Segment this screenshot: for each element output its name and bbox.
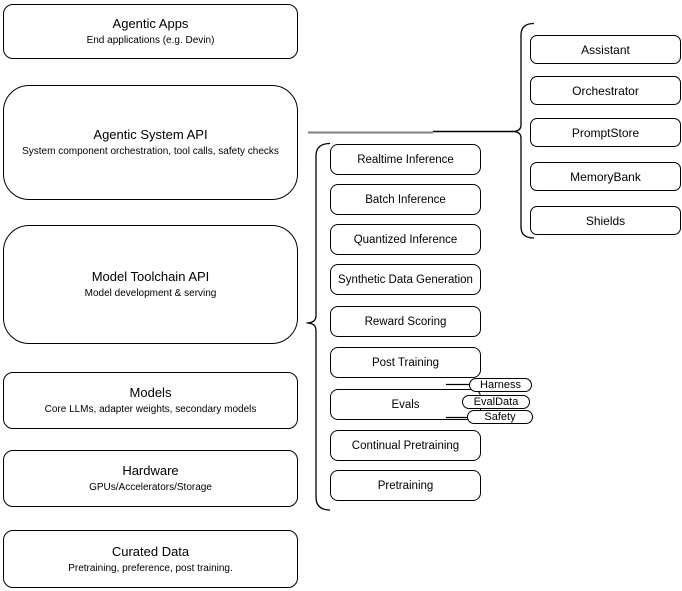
middle-column-bracket [306, 142, 331, 511]
box-assistant: Assistant [530, 35, 681, 64]
box-realtime-inference: Realtime Inference [330, 144, 481, 175]
box-label: Reward Scoring [364, 315, 447, 328]
box-post-training: Post Training [330, 347, 481, 378]
box-subtitle: Pretraining, preference, post training. [68, 562, 233, 574]
box-label: Realtime Inference [357, 153, 454, 166]
box-model-toolchain-api: Model Toolchain API Model development & … [3, 225, 298, 344]
box-subtitle: System component orchestration, tool cal… [22, 146, 279, 157]
box-batch-inference: Batch Inference [330, 184, 481, 215]
box-curated-data: Curated Data Pretraining, preference, po… [3, 530, 298, 588]
box-title: Agentic System API [93, 127, 208, 142]
box-reward-scoring: Reward Scoring [330, 306, 481, 337]
box-orchestrator: Orchestrator [530, 76, 681, 105]
box-hardware: Hardware GPUs/Accelerators/Storage [3, 450, 298, 507]
pill-harness: Harness [469, 378, 532, 392]
box-agentic-system-api: Agentic System API System component orch… [3, 85, 298, 200]
box-label: Assistant [581, 42, 630, 57]
box-shields: Shields [530, 206, 681, 235]
box-evals: Evals [330, 389, 481, 420]
box-label: Evals [391, 398, 420, 411]
box-agentic-apps: Agentic Apps End applications (e.g. Devi… [3, 4, 298, 59]
box-title: Model Toolchain API [91, 269, 210, 284]
pill-label: EvalData [473, 396, 519, 408]
box-title: Agentic Apps [112, 16, 189, 31]
pill-safety: Safety [467, 410, 533, 424]
box-title: Models [129, 385, 172, 400]
box-label: Quantized Inference [353, 233, 458, 246]
box-promptstore: PromptStore [530, 118, 681, 147]
box-synthetic-data-generation: Synthetic Data Generation [330, 264, 481, 295]
box-quantized-inference: Quantized Inference [330, 224, 481, 255]
box-subtitle: Model development & serving [84, 288, 217, 299]
box-label: Shields [585, 213, 626, 228]
box-label: Continual Pretraining [351, 439, 460, 452]
box-pretraining: Pretraining [330, 470, 481, 501]
box-title: Curated Data [111, 543, 190, 559]
box-memorybank: MemoryBank [530, 162, 681, 191]
pill-label: Harness [480, 379, 521, 391]
box-label: Batch Inference [365, 193, 446, 206]
box-label: MemoryBank [570, 169, 641, 184]
box-title: Hardware [122, 463, 179, 478]
box-label: Post Training [371, 356, 440, 369]
box-subtitle: GPUs/Accelerators/Storage [89, 482, 212, 493]
pill-evaldata: EvalData [462, 395, 530, 409]
box-label: Synthetic Data Generation [338, 273, 473, 286]
box-label: PromptStore [571, 125, 640, 140]
box-continual-pretraining: Continual Pretraining [330, 430, 481, 461]
box-label: Pretraining [377, 479, 434, 492]
pill-label: Safety [484, 411, 516, 423]
box-subtitle: End applications (e.g. Devin) [86, 35, 215, 46]
box-subtitle: Core LLMs, adapter weights, secondary mo… [44, 404, 257, 415]
box-models: Models Core LLMs, adapter weights, secon… [3, 372, 298, 429]
box-label: Orchestrator [572, 83, 639, 98]
